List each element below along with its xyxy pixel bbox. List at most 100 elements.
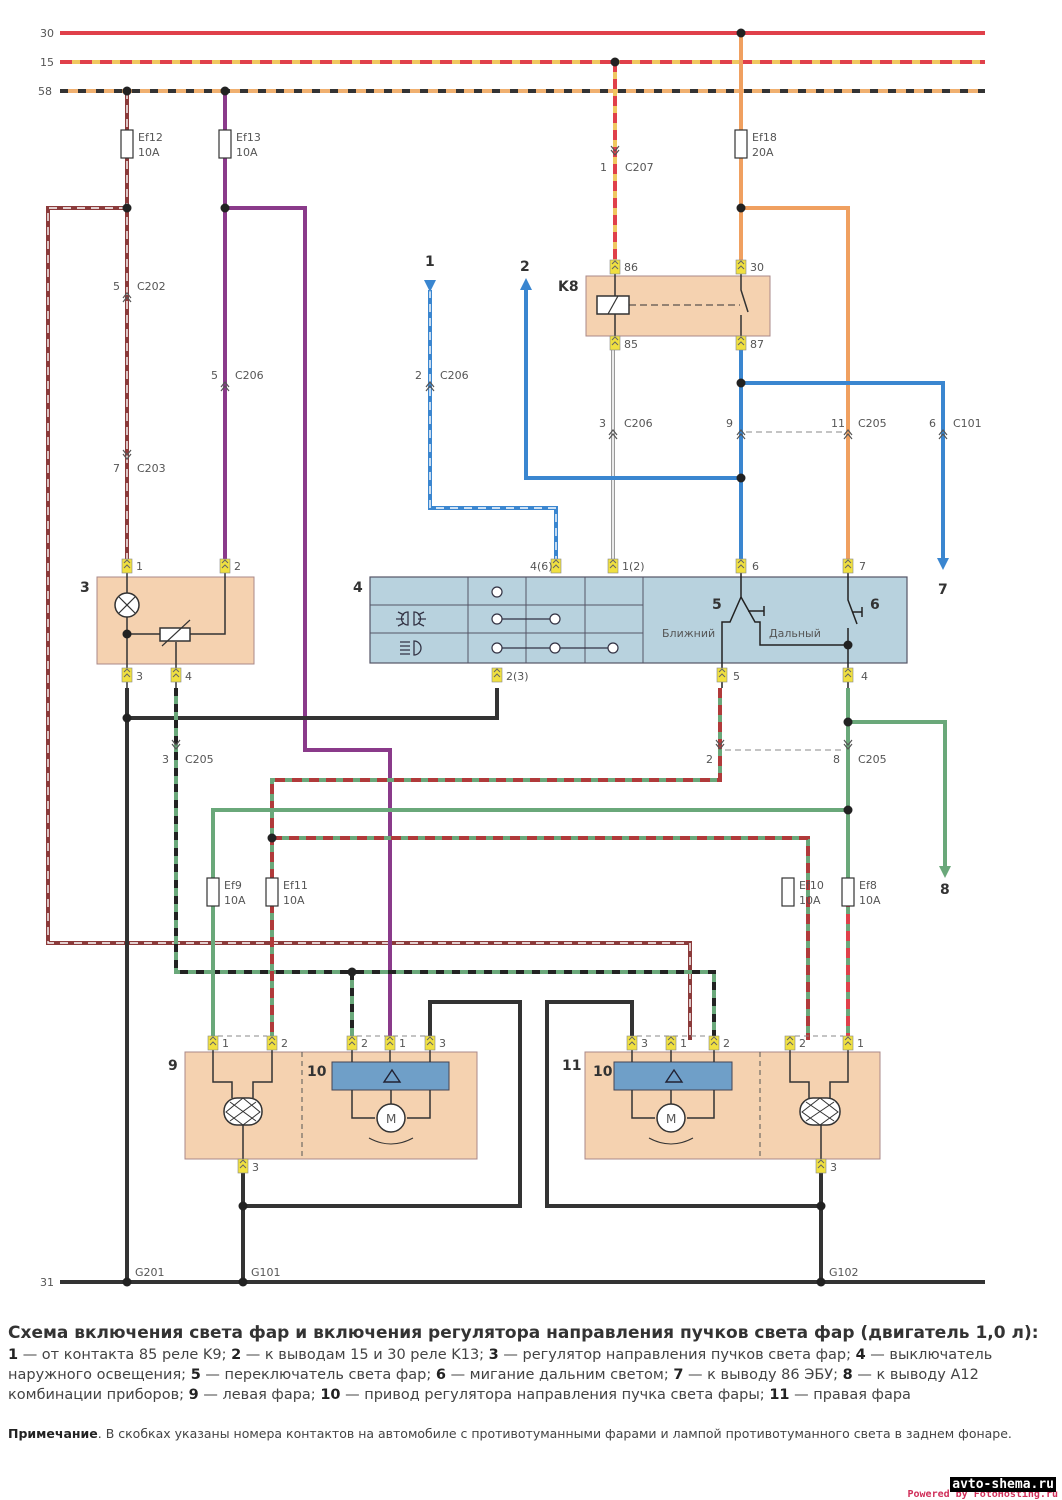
- note-text: . В скобках указаны номера контактов на …: [97, 1426, 1012, 1441]
- svg-text:Ef12: Ef12: [138, 131, 163, 144]
- wire-actuator-ground: [241, 1000, 823, 1282]
- legend-text: — правая фара: [789, 1387, 911, 1403]
- arrow-2: 2: [520, 259, 532, 290]
- legend-text: — мигание дальним светом;: [445, 1367, 674, 1383]
- wiring-diagram: 30 15 58 31: [38, 27, 985, 1289]
- svg-text:1: 1: [857, 1037, 864, 1050]
- svg-text:C206: C206: [235, 369, 264, 382]
- svg-text:1: 1: [399, 1037, 406, 1050]
- svg-text:1(2): 1(2): [622, 560, 645, 573]
- svg-text:7: 7: [938, 582, 948, 598]
- caption-legend: 1 — от контакта 85 реле K9; 2 — к вывода…: [8, 1345, 1053, 1405]
- wire-reg-pin4: [174, 688, 716, 1040]
- svg-text:Ef8: Ef8: [859, 879, 877, 892]
- svg-text:10A: 10A: [138, 146, 160, 159]
- svg-text:5: 5: [113, 280, 120, 293]
- svg-text:2: 2: [706, 753, 713, 766]
- fuse-ef12: Ef12 10A: [120, 129, 163, 159]
- svg-text:6: 6: [929, 417, 936, 430]
- svg-text:3: 3: [162, 753, 169, 766]
- watermark-site: avto-shema.ru: [950, 1477, 1056, 1492]
- svg-text:8: 8: [940, 882, 950, 898]
- svg-text:K8: K8: [558, 279, 579, 295]
- wire-low-beam: [270, 688, 810, 1040]
- headlight-icon: [400, 640, 422, 656]
- svg-text:20A: 20A: [752, 146, 774, 159]
- svg-text:3: 3: [252, 1161, 259, 1174]
- svg-text:2: 2: [520, 259, 530, 275]
- svg-text:2(3): 2(3): [506, 670, 529, 683]
- legend-number: 4: [855, 1347, 866, 1363]
- svg-text:10A: 10A: [859, 894, 881, 907]
- svg-text:10A: 10A: [799, 894, 821, 907]
- legend-text: — к выводам 15 и 30 реле K13;: [241, 1347, 489, 1363]
- regulator-3: 3 1 2 3 4: [80, 558, 255, 688]
- wire-high-beam: [211, 688, 947, 1040]
- svg-text:5: 5: [211, 369, 218, 382]
- svg-text:C101: C101: [953, 417, 982, 430]
- bus-31: 31: [40, 1276, 985, 1289]
- legend-number: 3: [488, 1347, 499, 1363]
- note-label: Примечание: [8, 1426, 98, 1441]
- svg-text:Ef9: Ef9: [224, 879, 242, 892]
- svg-text:10A: 10A: [224, 894, 246, 907]
- right-headlamp-11: 11 10 M 3 1 2 2 1 3: [562, 1035, 881, 1174]
- svg-text:M: M: [386, 1112, 396, 1126]
- svg-text:9: 9: [168, 1058, 178, 1074]
- svg-text:1: 1: [680, 1037, 687, 1050]
- svg-text:2: 2: [234, 560, 241, 573]
- svg-text:1: 1: [222, 1037, 229, 1050]
- legend-text: — к выводу A12 комбинации приборов;: [8, 1367, 979, 1403]
- connector-c205-2: 2: [706, 739, 725, 766]
- svg-text:8: 8: [833, 753, 840, 766]
- svg-text:3: 3: [439, 1037, 446, 1050]
- svg-text:C205: C205: [185, 753, 214, 766]
- legend-text: — от контакта 85 реле K9;: [18, 1347, 232, 1363]
- svg-text:3: 3: [599, 417, 606, 430]
- bus-58-label: 58: [38, 85, 52, 98]
- svg-text:C207: C207: [625, 161, 654, 174]
- bus-30-label: 30: [40, 27, 54, 40]
- legend-text: — выключатель наружного освещения;: [8, 1347, 993, 1383]
- legend-text: — переключатель света фар;: [200, 1367, 436, 1383]
- svg-text:7: 7: [113, 462, 120, 475]
- svg-text:4: 4: [185, 670, 192, 683]
- svg-text:C205: C205: [858, 417, 887, 430]
- svg-text:6: 6: [870, 597, 880, 613]
- bus-15-label: 15: [40, 56, 54, 69]
- connector-c205-3: 3 C205: [162, 739, 214, 766]
- svg-text:2: 2: [281, 1037, 288, 1050]
- svg-text:4: 4: [861, 670, 868, 683]
- svg-text:Дальный: Дальный: [769, 627, 821, 640]
- svg-text:3: 3: [136, 670, 143, 683]
- wire-arrow1: [428, 290, 558, 560]
- svg-text:10: 10: [593, 1064, 613, 1080]
- svg-text:3: 3: [80, 580, 90, 596]
- svg-text:C206: C206: [624, 417, 653, 430]
- svg-text:87: 87: [750, 338, 764, 351]
- svg-text:30: 30: [750, 261, 764, 274]
- svg-text:4(6): 4(6): [530, 560, 553, 573]
- caption-note: Примечание. В скобках указаны номера кон…: [8, 1426, 1012, 1441]
- svg-text:Ef13: Ef13: [236, 131, 261, 144]
- svg-text:Ef18: Ef18: [752, 131, 777, 144]
- svg-text:5: 5: [733, 670, 740, 683]
- svg-text:3: 3: [641, 1037, 648, 1050]
- arrow-8: 8: [939, 866, 951, 898]
- legend-number: 6: [435, 1367, 446, 1383]
- arrow-7: 7: [937, 558, 949, 598]
- svg-text:5: 5: [712, 597, 722, 613]
- connector-c101: 6 C101: [929, 417, 982, 440]
- left-headlamp-9: 9 10 M 1 2 2 1 3 3: [168, 1035, 478, 1174]
- wire-ef13: [223, 91, 392, 1040]
- svg-text:85: 85: [624, 338, 638, 351]
